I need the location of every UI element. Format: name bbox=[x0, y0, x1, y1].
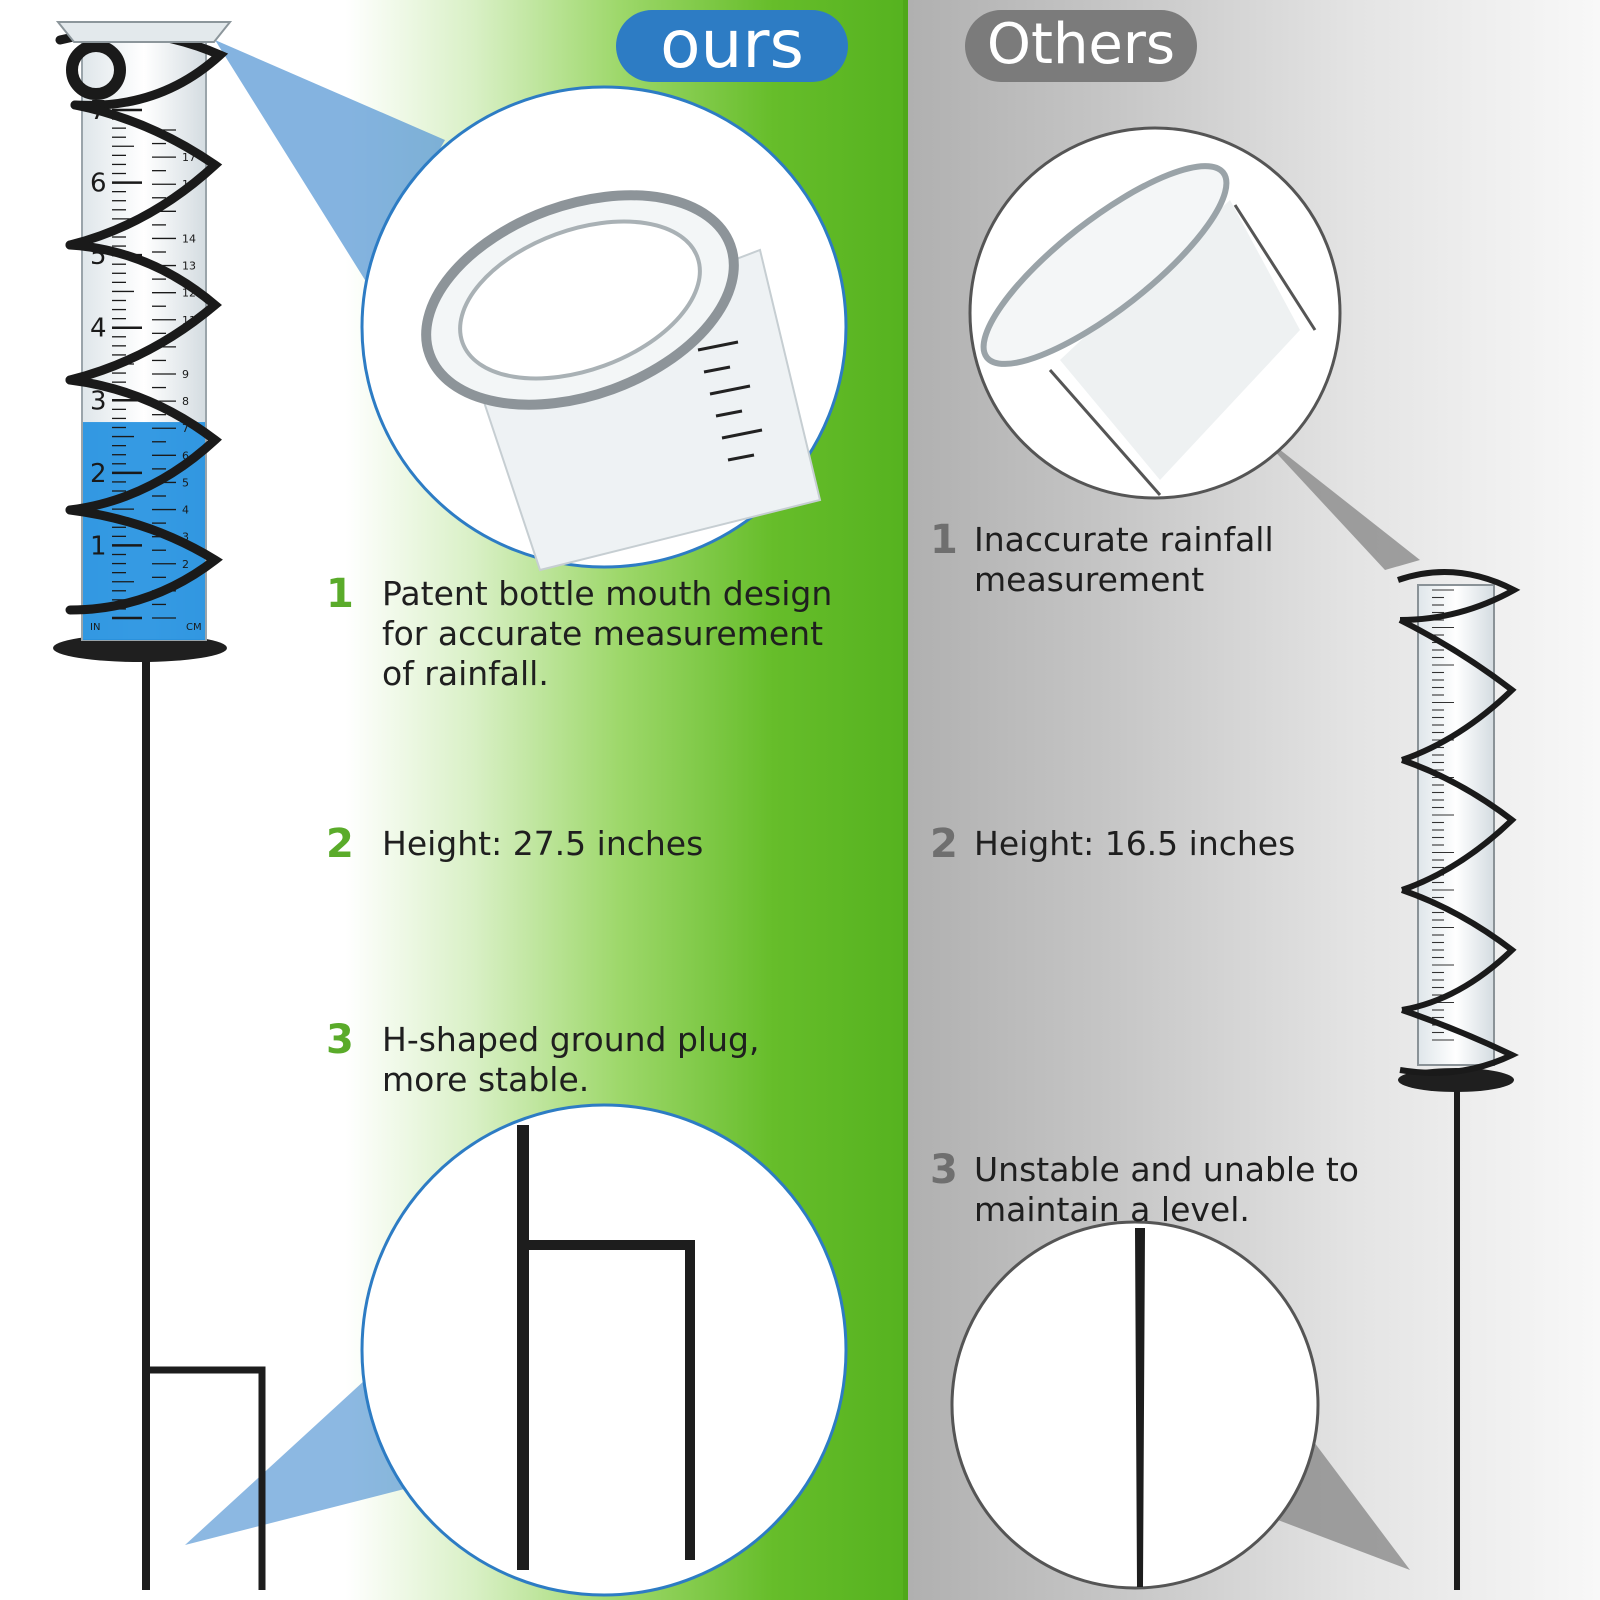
feature-text-line: Patent bottle mouth design bbox=[382, 574, 833, 613]
others-stake-detail-circle bbox=[950, 1220, 1320, 1590]
feature-number: 3 bbox=[326, 1017, 354, 1063]
feature-text-line: more stable. bbox=[382, 1060, 590, 1099]
ours-bottle-mouth bbox=[55, 21, 233, 43]
unit-label: IN bbox=[90, 622, 100, 633]
feature-text-line: measurement bbox=[974, 560, 1205, 599]
ours-hanging-ring bbox=[66, 40, 126, 100]
bottom-callout-beam bbox=[185, 1380, 420, 1545]
inch-label: 4 bbox=[90, 314, 107, 344]
feature-text-line: for accurate measurement bbox=[382, 614, 824, 653]
feature-text-line: maintain a level. bbox=[974, 1190, 1250, 1229]
others-rain-gauge bbox=[1397, 569, 1521, 1590]
ours-label-pill: ours bbox=[616, 10, 848, 82]
feature-text-line: of rainfall. bbox=[382, 654, 549, 693]
cm-label: 13 bbox=[182, 260, 196, 273]
others-mouth-detail-circle bbox=[968, 126, 1342, 500]
others-top-callout-beam bbox=[1255, 430, 1420, 570]
feature-number: 2 bbox=[930, 821, 958, 867]
others-label-pill: Others bbox=[965, 10, 1197, 82]
cm-label: 4 bbox=[182, 504, 189, 517]
cm-label: 3 bbox=[182, 531, 189, 544]
ours-stake bbox=[142, 660, 150, 1590]
cm-label: 9 bbox=[182, 368, 189, 381]
cm-label: 5 bbox=[182, 476, 189, 489]
ours-mouth-detail-circle bbox=[360, 85, 848, 572]
feature-text-line: H-shaped ground plug, bbox=[382, 1020, 760, 1059]
inch-label: 1 bbox=[90, 531, 107, 561]
cm-label: 7 bbox=[182, 422, 189, 435]
inch-label: 6 bbox=[90, 169, 107, 199]
feature-number: 2 bbox=[326, 821, 354, 867]
column-divider bbox=[903, 0, 908, 1600]
cm-label: 2 bbox=[182, 558, 189, 571]
ours-plug-detail-circle bbox=[360, 1103, 848, 1597]
inch-label: 3 bbox=[90, 386, 107, 416]
feature-text-line: Height: 16.5 inches bbox=[974, 824, 1296, 863]
cm-label: 6 bbox=[182, 449, 189, 462]
feature-text-line: Height: 27.5 inches bbox=[382, 824, 704, 863]
ours-h-plug bbox=[146, 1366, 266, 1590]
feature-number: 1 bbox=[326, 571, 354, 617]
feature-text-line: Inaccurate rainfall bbox=[974, 520, 1274, 559]
feature-number: 3 bbox=[930, 1147, 958, 1193]
unit-label: CM bbox=[186, 622, 202, 633]
cm-label: 14 bbox=[182, 232, 196, 245]
cm-label: 8 bbox=[182, 395, 189, 408]
feature-number: 1 bbox=[930, 517, 958, 563]
inch-label: 2 bbox=[90, 459, 107, 489]
ours-spiral bbox=[55, 28, 229, 615]
feature-text-line: Unstable and unable to bbox=[974, 1150, 1359, 1189]
